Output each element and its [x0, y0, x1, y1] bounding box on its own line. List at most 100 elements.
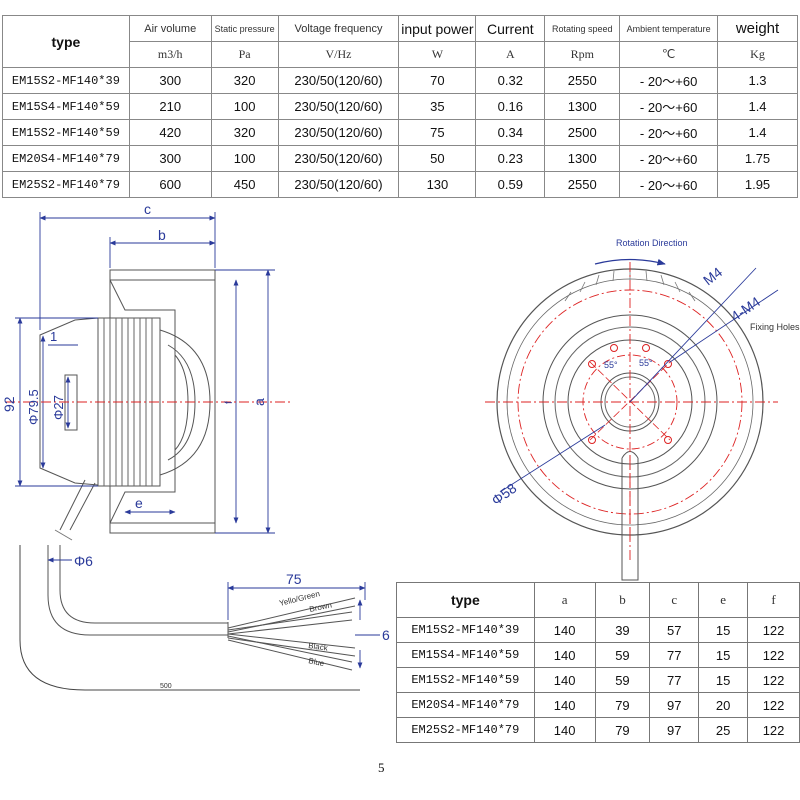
spec-cell: 1300 [544, 93, 621, 120]
dim-header-type: type [396, 582, 535, 618]
spec-cell: 100 [210, 145, 279, 172]
wire-label: Blue [308, 656, 326, 668]
spec-cell: 1.95 [717, 171, 798, 198]
front-view [496, 258, 764, 581]
dim-cell: 122 [747, 692, 800, 718]
spec-cell: 1300 [544, 145, 621, 172]
spec-cell: 420 [128, 119, 212, 146]
dim-header-e: e [698, 582, 749, 618]
dim-label-a: a [251, 398, 267, 406]
spec-cell: 1.75 [717, 145, 798, 172]
fixing-holes-label: Fixing Holes [750, 322, 800, 332]
dim-cell: 79 [594, 717, 651, 743]
dim-row: EM15S2-MF140*39 140 39 57 15 122 [396, 617, 800, 643]
spec-cell: - 20～+60 [619, 171, 719, 198]
spec-cell: 0.34 [475, 119, 546, 146]
spec-header-static-pressure: Static pressure [210, 15, 279, 42]
dim-cell: 122 [747, 667, 800, 693]
dim-cell: 140 [533, 717, 596, 743]
spec-cell: 75 [398, 119, 477, 146]
dim-cell: 122 [747, 717, 800, 743]
spec-cell: 230/50(120/60) [277, 67, 400, 94]
spec-cell: 130 [398, 171, 477, 198]
spec-cell: 0.23 [475, 145, 546, 172]
dim-label-795: Φ79.5 [26, 389, 41, 425]
spec-cell: - 20～+60 [619, 119, 719, 146]
dim-cell: 97 [649, 692, 700, 718]
spec-row: EM25S2-MF140*79 600 450 230/50(120/60) 1… [2, 171, 798, 198]
cable-len-500: 500 [160, 683, 172, 690]
spec-header-voltage: Voltage frequency [277, 15, 400, 42]
cable-six: 6 [382, 627, 390, 643]
spec-header-rotating-speed: Rotating speed [544, 15, 621, 42]
spec-cell: 0.16 [475, 93, 546, 120]
spec-row: EM15S4-MF140*59 210 100 230/50(120/60) 3… [2, 93, 798, 120]
spec-cell: 300 [128, 67, 212, 94]
dim-header-a: a [533, 582, 596, 618]
rotation-direction-label: Rotation Direction [616, 238, 688, 248]
dim-label-1: 1 [50, 329, 57, 344]
side-view-dimensions [15, 212, 275, 534]
dim-cell: 140 [533, 667, 596, 693]
spec-cell: 70 [398, 67, 477, 94]
spec-cell: 210 [128, 93, 212, 120]
spec-header-type: type [2, 15, 130, 68]
spec-header-ambient-temp: Ambient temperature [619, 15, 719, 42]
cable-len-75: 75 [286, 571, 302, 587]
spec-cell: 300 [128, 145, 212, 172]
dim-cell-type: EM15S2-MF140*59 [396, 667, 535, 693]
dim-cell: 122 [747, 617, 800, 643]
spec-cell: 1.4 [717, 119, 798, 146]
dim-cell: 20 [698, 692, 749, 718]
wire-label: Brown [309, 600, 333, 614]
spec-cell: 320 [210, 67, 279, 94]
cable-drawing [19, 545, 360, 691]
spec-header-input-power: input power [398, 15, 477, 42]
dim-cell: 39 [594, 617, 651, 643]
spec-cell: 1.4 [717, 93, 798, 120]
wire-label: Black [308, 641, 330, 653]
dim-cell: 25 [698, 717, 749, 743]
dimension-table: type a b c e f EM15S2-MF140*39 140 39 57… [396, 582, 800, 743]
spec-cell: 0.59 [475, 171, 546, 198]
spec-header-weight: weight [717, 15, 798, 42]
dim-cell-type: EM20S4-MF140*79 [396, 692, 535, 718]
spec-cell: - 20～+60 [619, 93, 719, 120]
four-m4-label: 4-M4 [728, 293, 764, 324]
angle-label: 55° [639, 358, 653, 368]
m4-label: M4 [700, 264, 725, 289]
spec-unit: ℃ [619, 41, 719, 68]
spec-unit: V/Hz [277, 41, 400, 68]
spec-cell: 2550 [544, 171, 621, 198]
dim-cell: 79 [594, 692, 651, 718]
dim-cell: 77 [649, 642, 700, 668]
spec-header-current: Current [475, 15, 546, 42]
spec-cell: 230/50(120/60) [277, 93, 400, 120]
dim-row: EM15S4-MF140*59 140 59 77 15 122 [396, 642, 800, 668]
dim-header-row: type a b c e f [396, 582, 800, 618]
spec-cell-type: EM20S4-MF140*79 [2, 145, 130, 172]
dim-label-27: Φ27 [51, 395, 66, 420]
dim-header-f: f [747, 582, 800, 618]
angle-label: 55° [604, 360, 618, 370]
dim-cell-type: EM15S4-MF140*59 [396, 642, 535, 668]
dim-cell: 140 [533, 642, 596, 668]
spec-unit: Pa [210, 41, 279, 68]
spec-unit: A [475, 41, 546, 68]
spec-cell: 0.32 [475, 67, 546, 94]
spec-cell-type: EM15S2-MF140*59 [2, 119, 130, 146]
spec-row: EM15S2-MF140*39 300 320 230/50(120/60) 7… [2, 67, 798, 94]
dim-label-c: c [144, 201, 151, 217]
d6-label: Φ6 [74, 553, 93, 569]
spec-cell: 2500 [544, 119, 621, 146]
spec-cell: - 20～+60 [619, 67, 719, 94]
page-number: 5 [378, 760, 385, 775]
dim-label-f: f [224, 401, 235, 404]
dim-label-92: 92 [1, 396, 17, 412]
spec-cell-type: EM15S2-MF140*39 [2, 67, 130, 94]
spec-cell: 230/50(120/60) [277, 119, 400, 146]
dim-row: EM15S2-MF140*59 140 59 77 15 122 [396, 667, 800, 693]
dim-row: EM20S4-MF140*79 140 79 97 20 122 [396, 692, 800, 718]
spec-cell: 600 [128, 171, 212, 198]
wire-label: Yello/Green [278, 589, 320, 608]
